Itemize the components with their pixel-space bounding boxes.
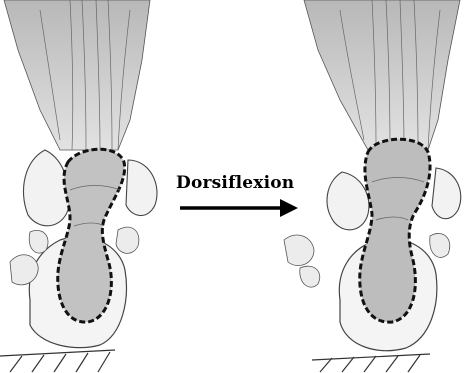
direction-arrow — [180, 199, 298, 217]
right-leg-shaft — [304, 0, 460, 150]
left-leg-shaft — [4, 0, 150, 150]
left-lateral-bone — [23, 150, 69, 226]
right-ankle-illustration — [284, 0, 461, 372]
dorsiflexion-label: Dorsiflexion — [176, 173, 294, 193]
left-medial-bone — [126, 160, 157, 216]
left-ground — [0, 350, 115, 372]
right-ground — [312, 354, 430, 372]
right-medial-bone — [432, 168, 461, 219]
right-lateral-bone — [327, 172, 369, 230]
left-ankle-illustration — [0, 0, 157, 372]
